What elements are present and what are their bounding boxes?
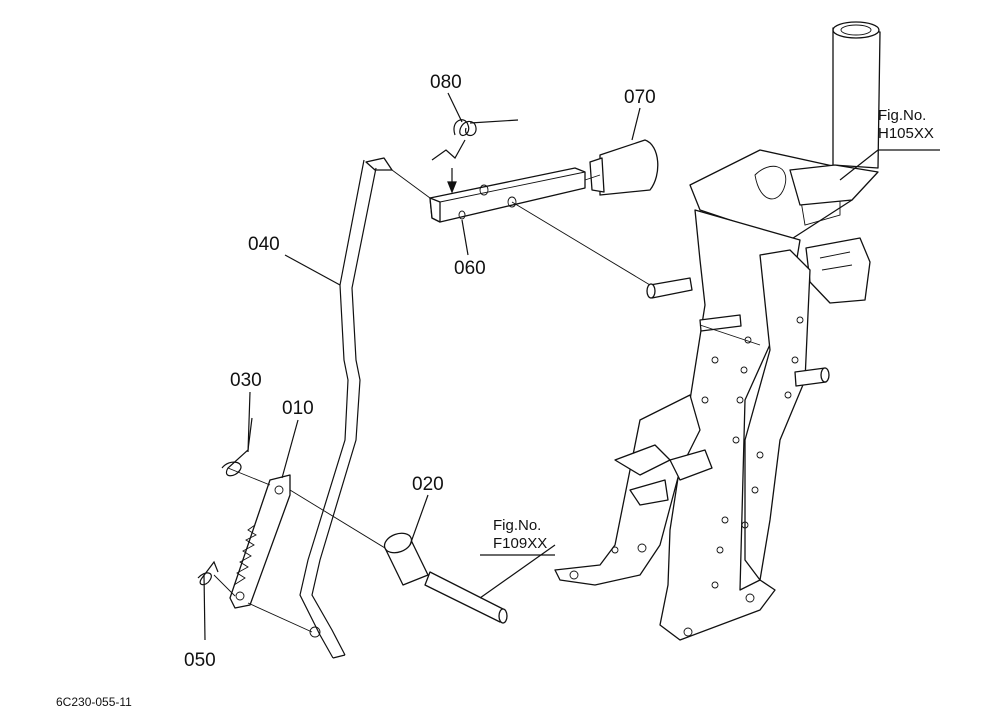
shaft-figref-line2: F109XX: [493, 535, 547, 552]
label-010: 010: [282, 398, 314, 419]
frame-figref-line1: Fig.No.: [878, 107, 926, 124]
assembly-lines: [213, 169, 761, 633]
leader-lines: [203, 92, 940, 641]
label-030: 030: [230, 370, 262, 391]
frame-assembly: [554, 21, 881, 641]
label-070: 070: [624, 87, 656, 108]
shaft-f109xx: [424, 571, 508, 624]
label-050: 050: [184, 650, 216, 671]
lever-rod-040: [299, 157, 393, 659]
label-040: 040: [248, 234, 280, 255]
frame-figref-line2: H105XX: [878, 125, 934, 142]
label-060: 060: [454, 258, 486, 279]
grip-070: [589, 139, 659, 196]
snap-pin-030: [221, 417, 253, 477]
snap-pin-050: [197, 560, 219, 586]
ratchet-plate-010: [229, 474, 291, 609]
shaft-figref-line1: Fig.No.: [493, 517, 541, 534]
bushing-020: [383, 532, 429, 586]
spring-080: [431, 119, 519, 194]
label-080: 080: [430, 72, 462, 93]
label-020: 020: [412, 474, 444, 495]
bracket-060: [429, 167, 586, 223]
drawing-code: 6C230-055-11: [56, 695, 132, 709]
